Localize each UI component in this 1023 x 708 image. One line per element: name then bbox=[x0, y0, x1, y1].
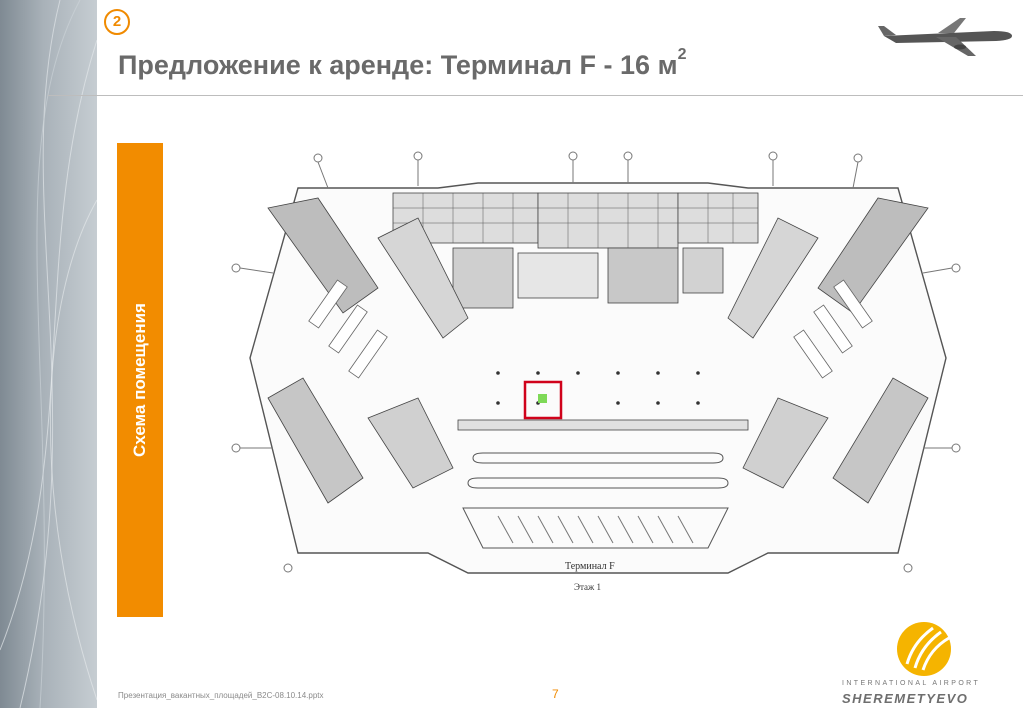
plan-floor-label: Этаж 1 bbox=[574, 582, 601, 592]
slide-number-badge: 2 bbox=[104, 9, 130, 35]
left-decorative-bar bbox=[0, 0, 97, 708]
logo-subtitle: INTERNATIONAL AIRPORT bbox=[842, 680, 981, 687]
page-number: 7 bbox=[552, 687, 559, 701]
plan-caption: Терминал F bbox=[565, 561, 615, 572]
rental-area-highlight bbox=[523, 380, 563, 420]
rental-area-marker bbox=[538, 394, 547, 403]
logo-wordmark: SHEREMETYEVO bbox=[842, 691, 969, 706]
sheremetyevo-logo-icon bbox=[897, 622, 951, 676]
decorative-curves bbox=[0, 0, 97, 708]
title-divider bbox=[48, 95, 1023, 96]
side-label-text: Схема помещения bbox=[130, 303, 149, 457]
terminal-floor-plan bbox=[231, 151, 961, 574]
side-label-tab: Схема помещения bbox=[117, 143, 163, 617]
footer-filename: Презентация_вакантных_площадей_B2C-08.10… bbox=[118, 691, 324, 700]
slide-title: Предложение к аренде: Терминал F - 16 м2 bbox=[118, 46, 687, 80]
airplane-icon bbox=[878, 18, 1012, 56]
